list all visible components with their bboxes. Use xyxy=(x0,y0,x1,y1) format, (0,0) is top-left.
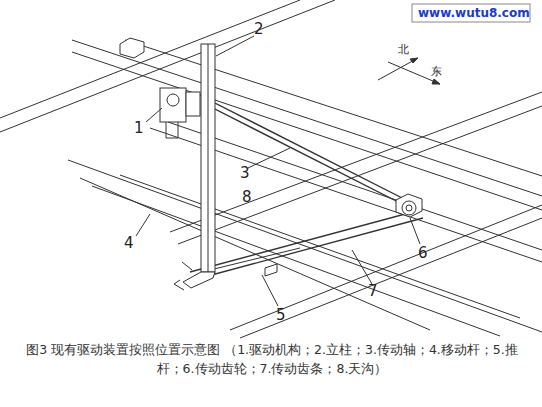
callout-number: 4 xyxy=(124,236,134,251)
callout-number: 2 xyxy=(254,22,264,37)
callout-number: 7 xyxy=(368,284,378,299)
figure-caption: 图3 现有驱动装置按照位置示意图 （1.驱动机构；2.立柱；3.传动轴；4.移动… xyxy=(22,340,522,379)
callout-number: 5 xyxy=(276,308,286,323)
watermark: www.wutu8.com xyxy=(418,7,530,19)
callout-number: 1 xyxy=(134,121,144,136)
compass-label: 北 xyxy=(398,44,409,55)
callout-number: 8 xyxy=(242,190,252,205)
compass-label: 东 xyxy=(431,66,442,77)
callout-number: 3 xyxy=(240,166,250,181)
callout-number: 6 xyxy=(418,246,428,261)
